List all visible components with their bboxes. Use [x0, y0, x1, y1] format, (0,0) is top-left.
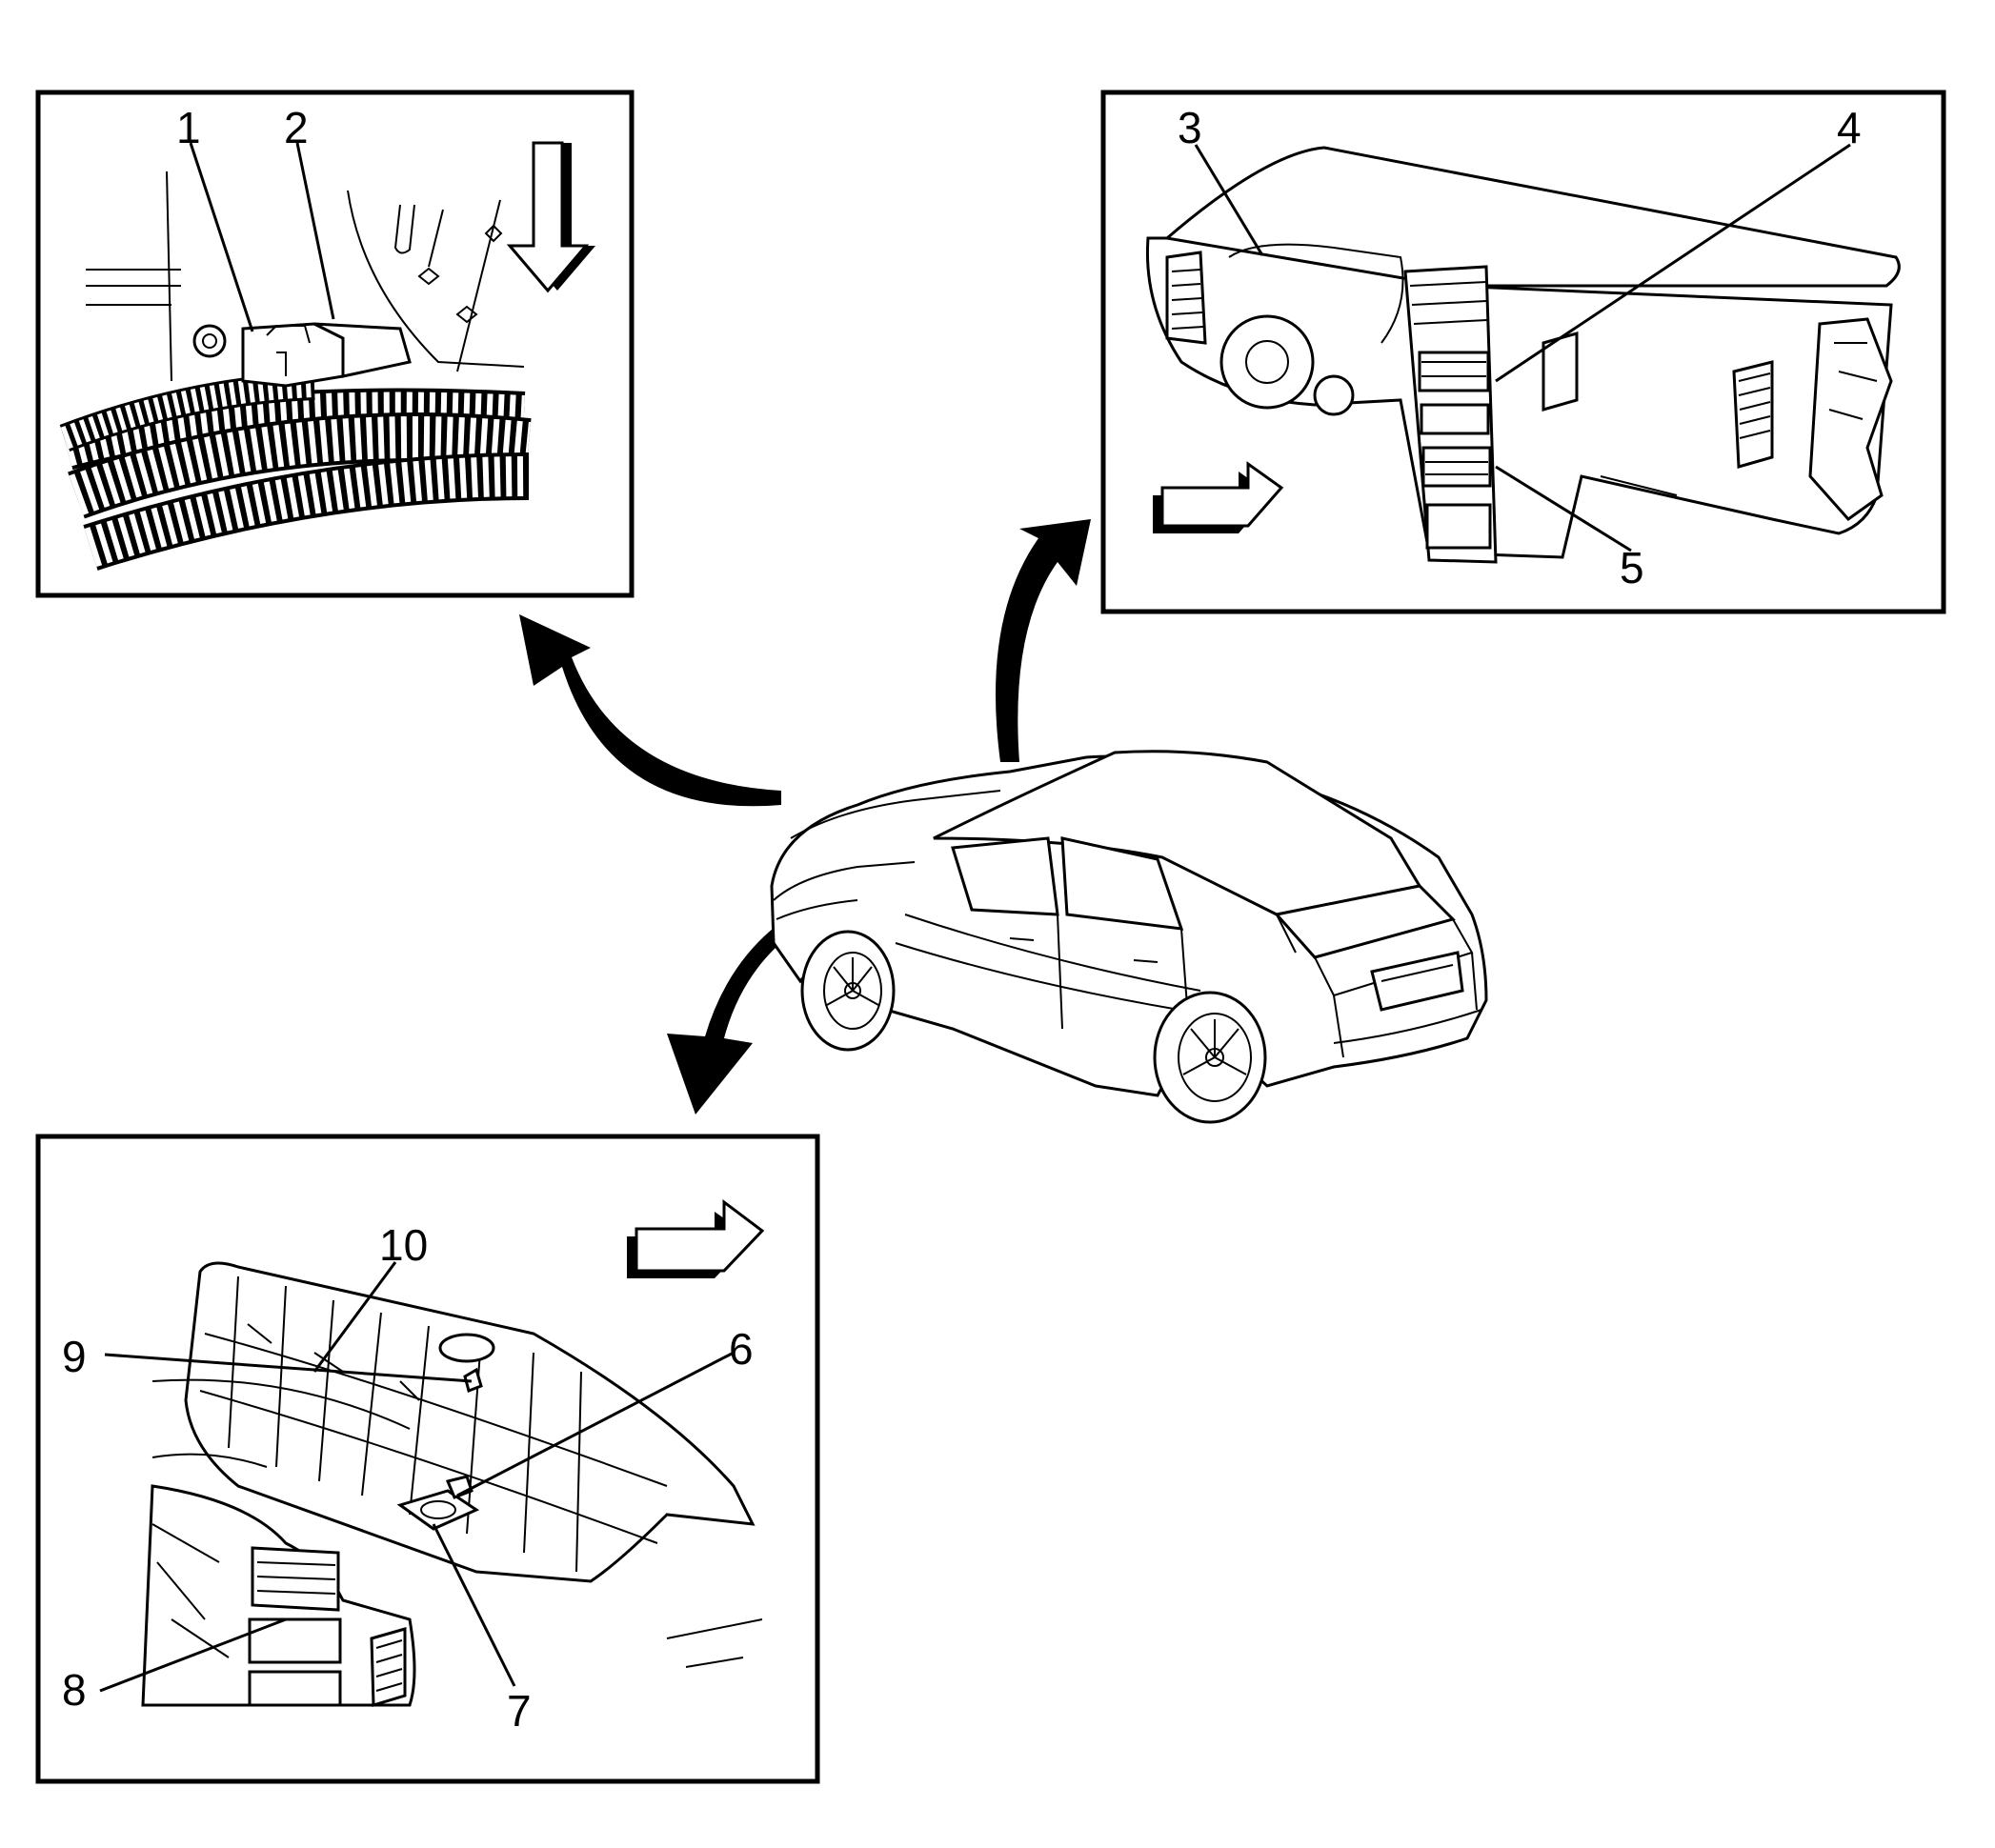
curved-arrow-to-bottom — [667, 872, 953, 1115]
inset-panel-upper-dash: 10 9 6 7 8 — [35, 1134, 820, 1784]
callout-5: 5 — [1620, 543, 1644, 593]
callout-6: 6 — [729, 1324, 754, 1374]
curved-arrow-to-top-right — [996, 519, 1091, 762]
front-wheel — [800, 930, 896, 1052]
rear-wheel — [1153, 991, 1267, 1124]
view-direction-arrow-down — [506, 141, 595, 293]
wiring-harness — [59, 372, 532, 571]
center-stack — [1403, 265, 1498, 564]
left-air-vent — [1165, 251, 1207, 345]
callout-9: 9 — [62, 1332, 87, 1381]
speaker — [396, 1475, 480, 1531]
sensor-module — [192, 322, 412, 388]
callout-4: 4 — [1837, 103, 1862, 152]
callout-8: 8 — [62, 1665, 87, 1715]
callout-2: 2 — [284, 103, 309, 152]
steering-column — [1219, 243, 1404, 416]
inset-panel-harness-sensor: 1 2 — [35, 90, 635, 598]
inset-panel-instrument-panel: 3 4 5 — [1100, 90, 1946, 614]
view-direction-arrow-forward — [1153, 461, 1284, 533]
callout-10: 10 — [379, 1220, 428, 1270]
callout-7: 7 — [507, 1686, 532, 1736]
callout-1: 1 — [176, 103, 201, 152]
curved-arrow-to-top-left — [519, 614, 781, 807]
view-direction-arrow-forward-lower — [627, 1199, 765, 1278]
callout-3: 3 — [1178, 103, 1202, 152]
vehicle-sedan — [770, 750, 1488, 1124]
